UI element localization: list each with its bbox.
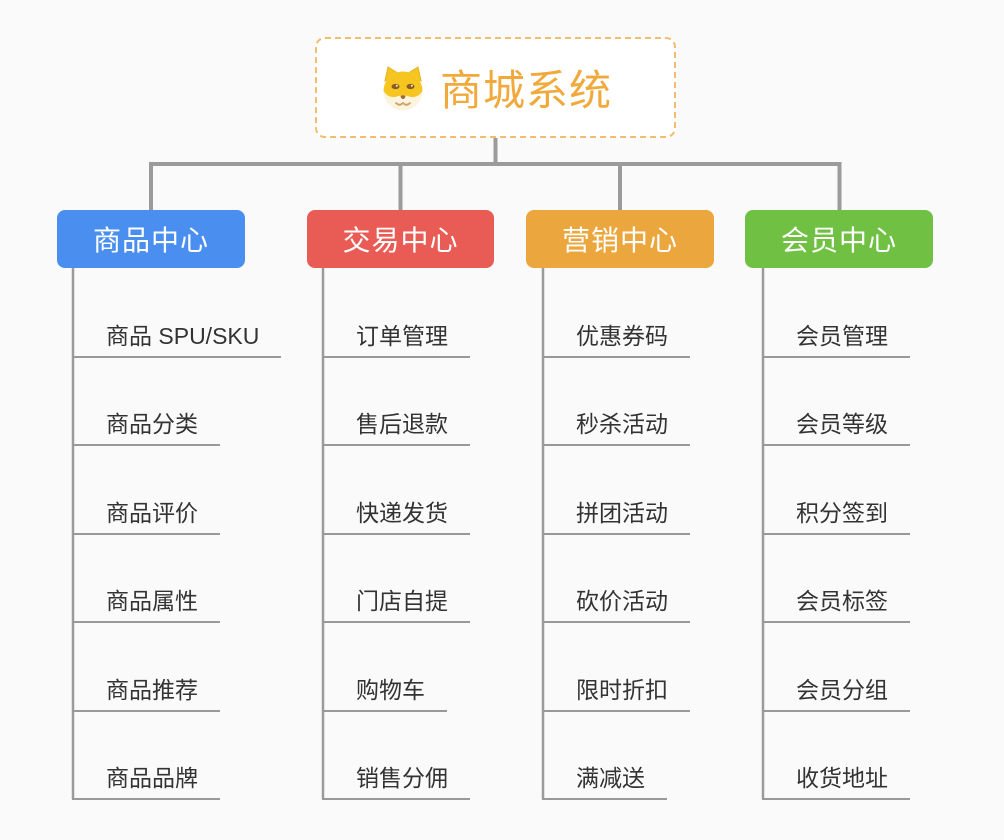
leaf-node[interactable]: 拼团活动 — [542, 490, 690, 535]
leaf-node[interactable]: 会员分组 — [762, 667, 910, 712]
branch-node-marketing-center[interactable]: 营销中心 — [526, 210, 714, 268]
leaf-node[interactable]: 快递发货 — [322, 490, 470, 535]
leaf-node[interactable]: 会员管理 — [762, 313, 910, 358]
branch-label: 会员中心 — [780, 225, 897, 256]
leaf-node[interactable]: 购物车 — [322, 667, 447, 712]
leaf-node[interactable]: 秒杀活动 — [542, 401, 690, 446]
branch-label: 营销中心 — [561, 225, 678, 256]
branch-label: 交易中心 — [342, 225, 459, 256]
root-node[interactable]: 商城系统 — [315, 37, 676, 138]
leaf-node[interactable]: 会员等级 — [762, 401, 910, 446]
branch-node-product-center[interactable]: 商品中心 — [57, 210, 245, 268]
leaf-node[interactable]: 售后退款 — [322, 401, 470, 446]
leaf-node[interactable]: 积分签到 — [762, 490, 910, 535]
leaf-node[interactable]: 满减送 — [542, 755, 667, 800]
leaf-node[interactable]: 销售分佣 — [322, 755, 470, 800]
leaf-node[interactable]: 商品 SPU/SKU — [72, 313, 282, 358]
leaf-node[interactable]: 限时折扣 — [542, 667, 690, 712]
branch-label: 商品中心 — [92, 225, 209, 256]
leaf-node[interactable]: 商品推荐 — [72, 667, 220, 712]
leaf-node[interactable]: 商品品牌 — [72, 755, 220, 800]
leaf-node[interactable]: 会员标签 — [762, 578, 910, 623]
shiba-dog-face-icon — [383, 65, 423, 110]
branch-node-trade-center[interactable]: 交易中心 — [307, 210, 494, 268]
leaf-node[interactable]: 订单管理 — [322, 313, 470, 358]
leaf-node[interactable]: 门店自提 — [322, 578, 470, 623]
leaf-node[interactable]: 优惠券码 — [542, 313, 690, 358]
root-title: 商城系统 — [439, 67, 612, 114]
leaf-node[interactable]: 砍价活动 — [542, 578, 690, 623]
leaf-node[interactable]: 商品评价 — [72, 490, 220, 535]
leaf-node[interactable]: 收货地址 — [762, 755, 910, 800]
leaf-node[interactable]: 商品分类 — [72, 401, 220, 446]
leaf-node[interactable]: 商品属性 — [72, 578, 220, 623]
branch-node-member-center[interactable]: 会员中心 — [745, 210, 933, 268]
